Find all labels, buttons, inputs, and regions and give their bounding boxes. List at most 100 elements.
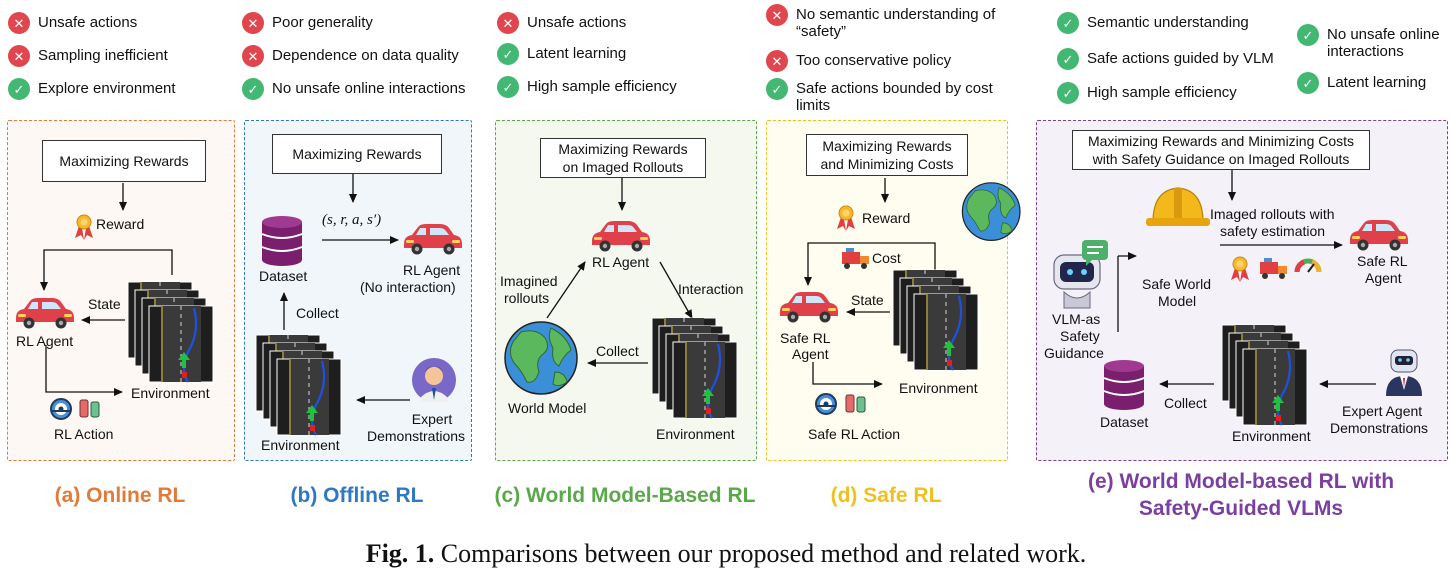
- figure-caption: Fig. 1. Comparisons between our proposed…: [0, 539, 1452, 569]
- agent-label: RL Agent: [403, 262, 461, 278]
- objective-line-2: on Imaged Rollouts: [562, 159, 684, 175]
- expert-label-2: Demonstrations: [1330, 420, 1429, 436]
- objective-text: Maximizing Rewards: [292, 146, 422, 162]
- expert-avatar: [412, 358, 456, 402]
- cross-icon: ✕: [8, 45, 30, 67]
- objective-line-1: Maximizing Rewards: [558, 141, 688, 157]
- criterion-text: Semantic understanding: [1087, 14, 1249, 31]
- criterion-item: ✓ No unsafe online interactions: [1297, 24, 1447, 60]
- environment-label: Environment: [899, 380, 978, 396]
- criterion-item: ✕Poor generality: [242, 12, 482, 34]
- reward-label: Reward: [862, 210, 911, 226]
- criterion-text: Dependence on data quality: [272, 47, 459, 64]
- objective-box-world-model-rl: Maximizing Rewards on Imaged Rollouts: [540, 138, 706, 178]
- panel-title-proposed-line-1: (e) World Model-based RL with: [1087, 470, 1395, 493]
- environment-label: Environment: [1232, 428, 1311, 444]
- criterion-text: Poor generality: [272, 14, 373, 31]
- check-icon: ✓: [497, 43, 519, 65]
- criterion-text: Explore environment: [38, 80, 176, 97]
- criterion-item: ✕ Unsafe actions: [497, 12, 737, 34]
- agent-label: RL Agent: [16, 333, 74, 349]
- criterion-item: ✓ Latent learning: [1297, 72, 1447, 94]
- dataset-label: Dataset: [1100, 414, 1149, 430]
- vlm-label-3: Guidance: [1044, 345, 1104, 361]
- objective-line-2: and Minimizing Costs: [820, 156, 954, 172]
- expert-label: Expert: [411, 411, 453, 427]
- criterion-text: Unsafe actions: [527, 14, 627, 31]
- collect-label: Collect: [1164, 395, 1207, 411]
- environment-label: Environment: [656, 426, 735, 442]
- criterion-item: ✓Semantic understanding: [1057, 12, 1287, 34]
- expert-label-2: Demonstrations: [366, 428, 466, 444]
- criterion-item: ✓ Safe actions guided by VLM: [1057, 48, 1287, 70]
- dataset-label: Dataset: [259, 268, 308, 284]
- cross-icon: ✕: [766, 4, 788, 26]
- rollouts-label: Imaged rollouts with: [1210, 206, 1335, 222]
- panel-title-world-model-rl: (c) World Model-Based RL: [494, 484, 756, 507]
- check-icon: ✓: [1297, 72, 1319, 94]
- agent-label: Safe RL: [780, 330, 831, 346]
- panel-title-online-rl: (a) Online RL: [54, 484, 186, 507]
- imagined-rollouts-label: Imagined: [500, 273, 558, 289]
- objective-box-safe-rl: Maximizing Rewards and Minimizing Costs: [806, 134, 968, 176]
- criterion-item: ✕ Sampling inefficient: [8, 45, 228, 67]
- criterion-text: Safe actions bounded by cost limits: [796, 80, 993, 114]
- criterion-item: ✓High sample efficiency: [497, 76, 737, 98]
- criterion-item: ✕ Too conservative policy: [766, 50, 996, 72]
- criterion-text: Sampling inefficient: [38, 47, 168, 64]
- cross-icon: ✕: [242, 45, 264, 67]
- criterion-item: ✓No unsafe online interactions: [242, 78, 482, 100]
- agent-label: RL Agent: [592, 254, 650, 270]
- criterion-text: High sample efficiency: [1087, 84, 1237, 101]
- check-icon: ✓: [1297, 24, 1319, 46]
- objective-text: Maximizing Rewards: [59, 153, 189, 169]
- criterion-text: Unsafe actions: [38, 14, 138, 31]
- agent-label-2: Agent: [1365, 270, 1402, 286]
- objective-box-offline-rl: Maximizing Rewards: [272, 134, 442, 174]
- reward-label: Reward: [96, 216, 145, 232]
- agent-note: (No interaction): [360, 279, 456, 295]
- criterion-item: ✕ No semantic understanding of “safety”: [766, 4, 996, 40]
- world-model-label: World Model: [508, 400, 587, 416]
- objective-line-1: Maximizing Rewards: [822, 138, 952, 154]
- check-icon: ✓: [1057, 48, 1079, 70]
- criterion-text: No unsafe online interactions: [1327, 26, 1440, 60]
- expert-robot: [1386, 349, 1422, 396]
- hard-hat: [1146, 187, 1210, 226]
- environment-label: Environment: [261, 437, 340, 453]
- criterion-text: No semantic understanding of “safety”: [796, 6, 996, 40]
- panel-title-safe-rl: (d) Safe RL: [830, 484, 942, 507]
- check-icon: ✓: [1057, 82, 1079, 104]
- criterion-text: Latent learning: [1327, 74, 1427, 91]
- rollouts-label-2: safety estimation: [1220, 223, 1326, 239]
- state-label: State: [88, 296, 121, 312]
- state-label: State: [851, 292, 884, 308]
- panel-title-proposed-line-2: Safety-Guided VLMs: [1138, 497, 1344, 520]
- action-label: Safe RL Action: [808, 426, 901, 442]
- objective-line-1: Maximizing Rewards and Minimizing Costs: [1087, 133, 1355, 149]
- cross-icon: ✕: [8, 12, 30, 34]
- criterion-text: Safe actions guided by VLM: [1087, 50, 1274, 67]
- cross-icon: ✕: [766, 50, 788, 72]
- criterion-item: ✕ Dependence on data quality: [242, 45, 482, 67]
- safe-world-model-label-2: Model: [1158, 293, 1197, 309]
- agent-label-2: Agent: [792, 346, 829, 362]
- vlm-robot: [1053, 240, 1108, 309]
- objective-box-proposed: Maximizing Rewards and Minimizing Costs …: [1072, 130, 1370, 170]
- criterion-item: ✓ High sample efficiency: [1057, 82, 1287, 104]
- vlm-label-2: Safety: [1060, 328, 1100, 344]
- figure-caption-text: Comparisons between our proposed method …: [434, 539, 1087, 568]
- safe-world-model-label: Safe World: [1142, 276, 1211, 292]
- criterion-item: ✓Latent learning: [497, 43, 737, 65]
- criterion-text: Too conservative policy: [796, 52, 952, 69]
- check-icon: ✓: [8, 78, 30, 100]
- objective-box-online-rl: Maximizing Rewards: [42, 140, 206, 182]
- interaction-label: Interaction: [678, 281, 744, 297]
- criterion-item: ✕ Unsafe actions: [8, 12, 228, 34]
- collect-label: Collect: [296, 305, 339, 321]
- imagined-rollouts-label-2: rollouts: [504, 290, 550, 306]
- environment-label: Environment: [131, 385, 210, 401]
- cross-icon: ✕: [497, 12, 519, 34]
- figure-caption-label: Fig. 1.: [365, 539, 435, 568]
- panel-title-offline-rl: (b) Offline RL: [290, 484, 424, 507]
